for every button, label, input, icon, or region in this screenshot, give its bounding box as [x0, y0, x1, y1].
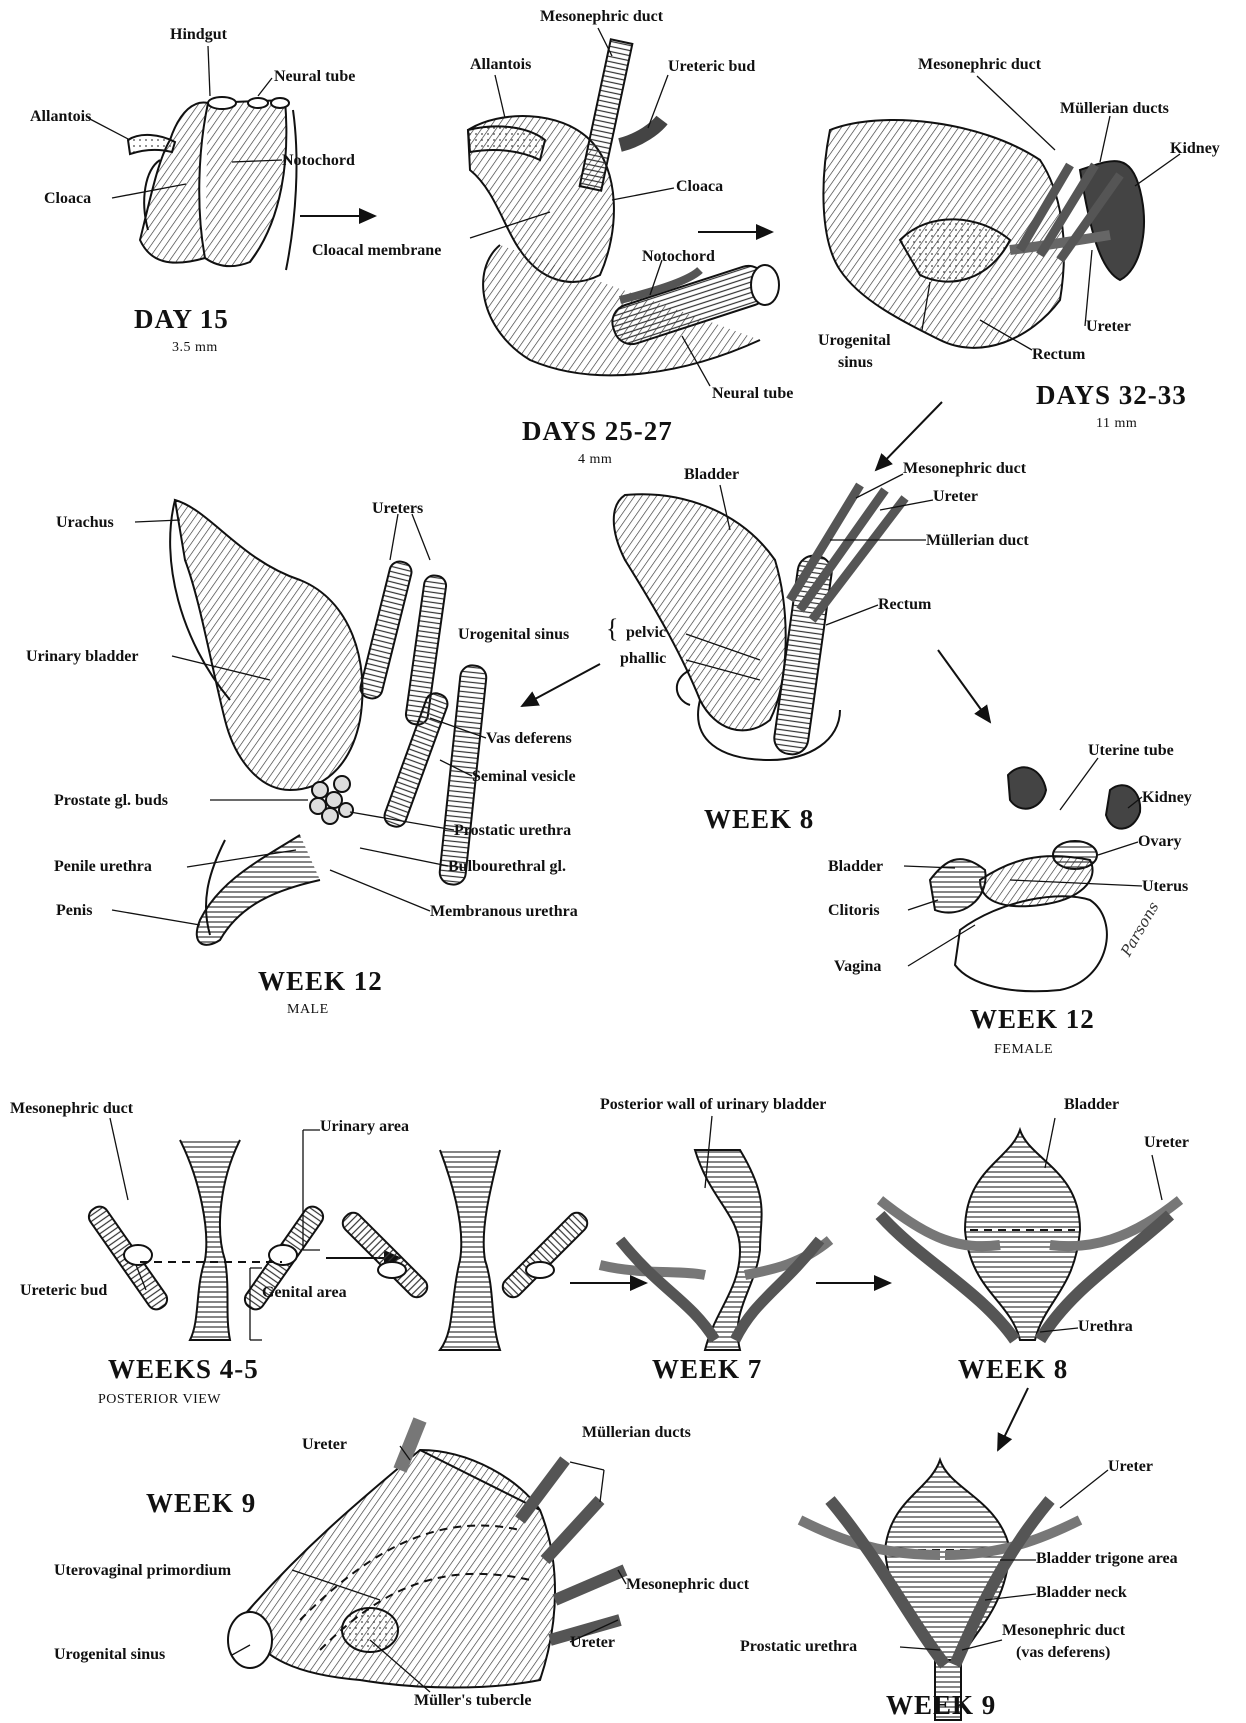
- label-bladder-trigone: Bladder trigone area: [1036, 1550, 1178, 1568]
- label-mesonephric-duct-w45: Mesonephric duct: [10, 1100, 133, 1118]
- weeks45-title: WEEKS 4-5: [108, 1354, 259, 1385]
- label-mesonephric-duct-w8: Mesonephric duct: [903, 460, 1026, 478]
- label-urinary-bladder: Urinary bladder: [26, 648, 138, 666]
- label-ureter-w8: Ureter: [933, 488, 978, 506]
- label-cloacal-membrane: Cloacal membrane: [312, 242, 441, 260]
- label-urogenital-sinus-w9a: Urogenital sinus: [54, 1646, 165, 1664]
- label-ureteric-bud-d25: Ureteric bud: [668, 58, 755, 76]
- label-uterovaginal-primordium: Uterovaginal primordium: [54, 1562, 231, 1580]
- label-prostatic-urethra-m: Prostatic urethra: [454, 822, 571, 840]
- label-ureter-w8b: Ureter: [1144, 1134, 1189, 1152]
- week12-male-title: WEEK 12: [258, 966, 383, 997]
- label-notochord-d25: Notochord: [642, 248, 715, 266]
- label-bladder-w8: Bladder: [684, 466, 739, 484]
- brace-w8: {: [606, 620, 618, 638]
- label-mesonephric-duct-w9b: Mesonephric duct: [1002, 1622, 1125, 1640]
- label-urogenital-sinus-w8: Urogenital sinus: [458, 626, 569, 644]
- label-urinary-area: Urinary area: [320, 1118, 409, 1136]
- label-rectum-d32: Rectum: [1032, 346, 1085, 364]
- label-mullerian-duct-w8: Müllerian duct: [926, 532, 1029, 550]
- arrow-week8-to-female: [938, 650, 990, 722]
- label-vas-deferens: Vas deferens: [486, 730, 572, 748]
- days25-drawing: [468, 39, 779, 375]
- label-neural-tube-d15: Neural tube: [274, 68, 355, 86]
- label-kidney-d32: Kidney: [1170, 140, 1220, 158]
- label-seminal-vesicle: Seminal vesicle: [472, 768, 576, 786]
- label-ovary: Ovary: [1138, 833, 1182, 851]
- label-allantois-d15: Allantois: [30, 108, 91, 126]
- label-hindgut: Hindgut: [170, 26, 227, 44]
- label-notochord-d15: Notochord: [282, 152, 355, 170]
- week9a-drawing: [228, 1420, 625, 1688]
- label-bladder-neck: Bladder neck: [1036, 1584, 1127, 1602]
- label-rectum-w8: Rectum: [878, 596, 931, 614]
- label-bladder-w12f: Bladder: [828, 858, 883, 876]
- label-ureter-bottom-w9a: Ureter: [570, 1634, 615, 1652]
- label-ureter-w9b: Ureter: [1108, 1458, 1153, 1476]
- label-genital-area: Genital area: [262, 1284, 347, 1302]
- label-mullers-tubercle: Müller's tubercle: [414, 1692, 531, 1710]
- label-uterine-tube: Uterine tube: [1088, 742, 1174, 760]
- week8b-title: WEEK 8: [958, 1354, 1068, 1385]
- label-mesonephric-duct-d25: Mesonephric duct: [540, 8, 663, 26]
- label-mesonephric-duct-w9a: Mesonephric duct: [626, 1576, 749, 1594]
- week7-drawing: [600, 1150, 830, 1350]
- days32-title: DAYS 32-33: [1036, 380, 1187, 411]
- week12-female-subtitle: FEMALE: [994, 1042, 1053, 1058]
- label-phallic-w8: phallic: [620, 650, 666, 668]
- label-penile-urethra: Penile urethra: [54, 858, 152, 876]
- week7-title: WEEK 7: [652, 1354, 762, 1385]
- label-ureteric-bud-w45: Ureteric bud: [20, 1282, 107, 1300]
- label-urogenital-sinus-d32-line2: sinus: [838, 354, 873, 372]
- label-neural-tube-d25: Neural tube: [712, 385, 793, 403]
- days25-subtitle: 4 mm: [578, 452, 612, 468]
- label-allantois-d25: Allantois: [470, 56, 531, 74]
- arrow-w8-to-w9: [998, 1388, 1028, 1450]
- week8b-drawing: [880, 1130, 1180, 1340]
- day15-subtitle: 3.5 mm: [172, 340, 218, 356]
- label-posterior-wall: Posterior wall of urinary bladder: [600, 1096, 826, 1114]
- label-membranous-urethra: Membranous urethra: [430, 903, 578, 921]
- label-bladder-w8b: Bladder: [1064, 1096, 1119, 1114]
- week12-male-drawing: [170, 500, 487, 945]
- days32-drawing: [823, 120, 1143, 348]
- label-vagina: Vagina: [834, 958, 881, 976]
- week9b-title: WEEK 9: [886, 1690, 996, 1721]
- label-bulbourethral: Bulbourethral gl.: [448, 858, 566, 876]
- label-ureter-top-w9a: Ureter: [302, 1436, 347, 1454]
- label-prostate-buds: Prostate gl. buds: [54, 792, 168, 810]
- week5-drawing: [339, 1150, 591, 1350]
- label-urachus: Urachus: [56, 514, 114, 532]
- label-clitoris: Clitoris: [828, 902, 880, 920]
- label-penis: Penis: [56, 902, 92, 920]
- label-prostatic-urethra-w9b: Prostatic urethra: [740, 1638, 857, 1656]
- day15-title: DAY 15: [134, 304, 229, 335]
- label-mullerian-ducts-w9a: Müllerian ducts: [582, 1424, 691, 1442]
- label-urethra-w8b: Urethra: [1078, 1318, 1133, 1336]
- label-ureters: Ureters: [372, 500, 423, 518]
- week8-title: WEEK 8: [704, 804, 814, 835]
- label-kidney-w12f: Kidney: [1142, 789, 1192, 807]
- label-vas-deferens-w9b: (vas deferens): [1016, 1644, 1110, 1662]
- label-urogenital-sinus-d32-line1: Urogenital: [818, 332, 891, 350]
- label-cloaca-d25: Cloaca: [676, 178, 723, 196]
- week12-female-title: WEEK 12: [970, 1004, 1095, 1035]
- label-pelvic-w8: pelvic: [626, 624, 666, 642]
- day15-drawing: [128, 97, 297, 270]
- weeks45-subtitle: POSTERIOR VIEW: [98, 1392, 221, 1408]
- week8-drawing: [614, 485, 905, 760]
- week12-male-subtitle: MALE: [287, 1002, 329, 1018]
- arrow-week8-to-male: [522, 664, 600, 706]
- days25-title: DAYS 25-27: [522, 416, 673, 447]
- label-ureter-d32: Ureter: [1086, 318, 1131, 336]
- days32-subtitle: 11 mm: [1096, 416, 1137, 432]
- label-mesonephric-duct-d32: Mesonephric duct: [918, 56, 1041, 74]
- week9a-title: WEEK 9: [146, 1488, 256, 1519]
- label-mullerian-ducts-d32: Müllerian ducts: [1060, 100, 1169, 118]
- label-uterus: Uterus: [1142, 878, 1188, 896]
- week12-female-drawing: [930, 767, 1140, 991]
- label-cloaca-d15: Cloaca: [44, 190, 91, 208]
